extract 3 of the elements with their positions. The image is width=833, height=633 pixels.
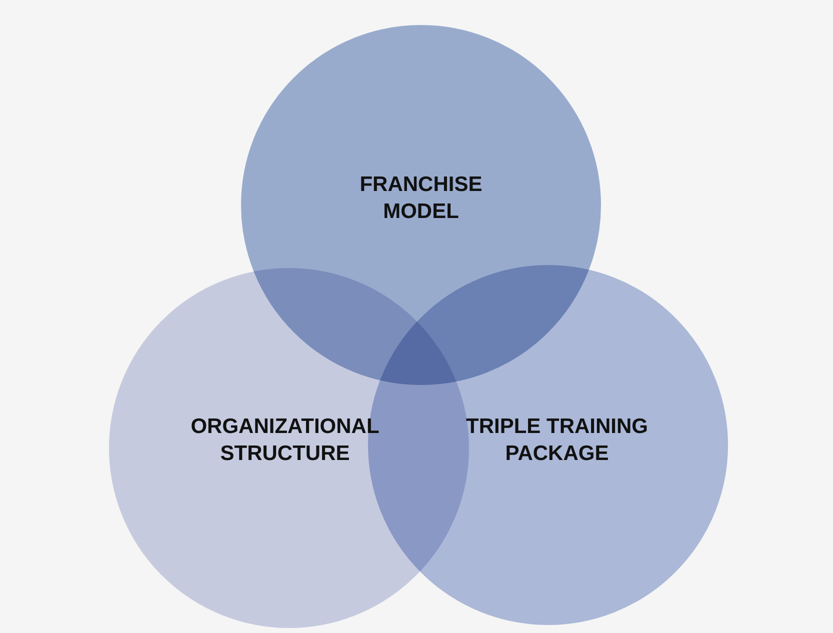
circle-label: FRANCHISE MODEL xyxy=(358,172,484,225)
circle-label: TRIPLE TRAINING PACKAGE xyxy=(465,414,649,467)
circle-label: ORGANIZATIONAL STRUCTURE xyxy=(190,414,380,467)
